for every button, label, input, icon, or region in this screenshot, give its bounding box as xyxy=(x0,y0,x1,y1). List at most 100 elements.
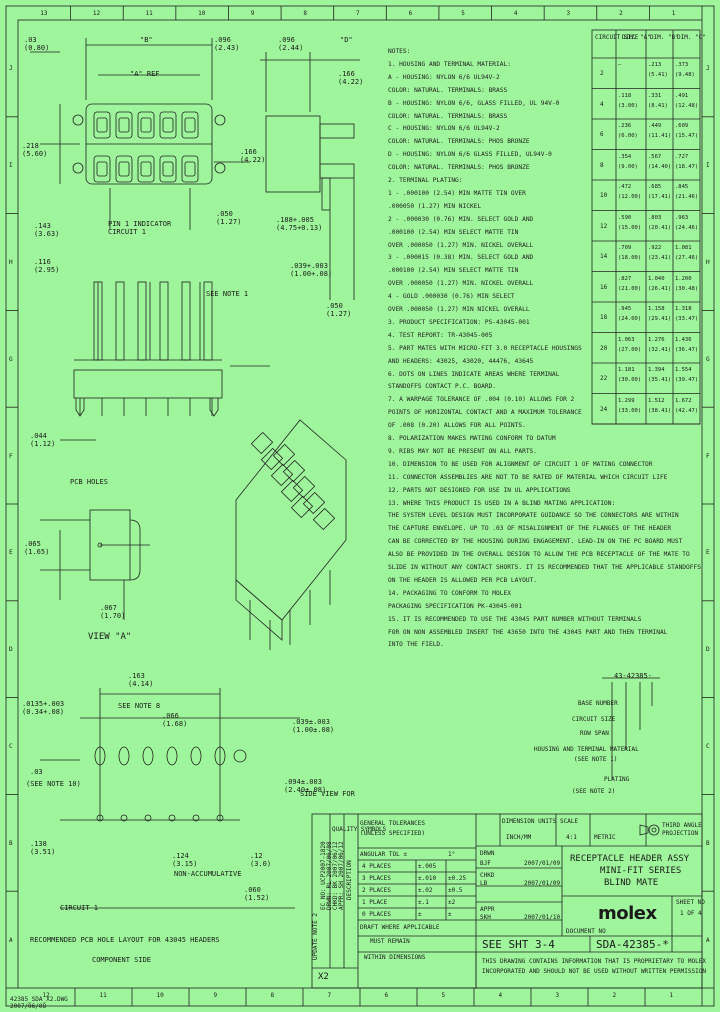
dim-124-mm: (3.15) xyxy=(172,860,198,868)
table-dim-c: 1.436 xyxy=(675,336,692,343)
table-dim-b: .803 xyxy=(648,214,662,221)
table-dim-b-mm: (11.41) xyxy=(648,133,672,139)
drwn-date: 2007/01/09 xyxy=(524,860,561,867)
note-line: 10. DIMENSION TO BE USED FOR ALIGNMENT O… xyxy=(388,460,653,468)
border-row-right: I xyxy=(706,162,710,170)
title-line-3: BLIND MATE xyxy=(604,878,659,888)
table-h-c: DIM. "C" xyxy=(677,34,706,41)
table-dim-a: .709 xyxy=(618,245,632,251)
table-dim-a: — xyxy=(618,62,622,68)
revision-value: X2 xyxy=(318,972,329,982)
proprietary-2: INCORPORATED AND SHOULD NOT BE USED WITH… xyxy=(482,968,706,975)
table-dim-b: .567 xyxy=(648,153,662,160)
table-dim-c-mm: (12.48) xyxy=(675,102,699,109)
note-line: OVER .000050 (1.27) MIN. NICKEL OVERALL xyxy=(388,241,534,249)
table-circuit: 22 xyxy=(600,375,608,383)
table-h-circuit: CIRCUIT SIZE xyxy=(595,34,639,41)
tolerance-title: GENERAL TOLERANCES xyxy=(360,820,426,827)
border-col-bottom: 4 xyxy=(498,992,503,999)
tolerance-inch: ±.005 xyxy=(418,863,437,870)
dim-d: "D" xyxy=(340,36,353,44)
table-circuit: 20 xyxy=(600,344,608,352)
note-line: COLOR: NATURAL. TERMINALS: BRASS xyxy=(388,112,508,120)
table-dim-a-mm: (9.00) xyxy=(618,163,638,170)
note-line: .000050 (1.27) MIN NICKEL xyxy=(388,202,482,210)
tolerance-inch: ±.010 xyxy=(418,875,437,882)
note-line: POINTS OF HORIZONTAL CONTACT AND A MAXIM… xyxy=(388,409,582,417)
table-dim-b: 1.040 xyxy=(648,275,665,282)
table-dim-b-mm: (14.40) xyxy=(648,163,672,170)
border-row-right: F xyxy=(706,452,710,460)
note-line: THE SYSTEM LEVEL DESIGN MUST INCORPORATE… xyxy=(388,512,679,520)
component-side: COMPONENT SIDE xyxy=(92,956,152,964)
dim-03: .03 xyxy=(24,36,37,44)
quality-symbols: QUALITY SYMBOLS xyxy=(332,826,387,833)
dim-166: .166 xyxy=(338,70,355,78)
third-angle: THIRD ANGLE xyxy=(662,822,702,829)
table-dim-b: .922 xyxy=(648,245,662,251)
title-line-2: MINI-FIT SERIES xyxy=(600,866,682,876)
dim-166-mm: (4.22) xyxy=(338,78,364,86)
table-circuit: 18 xyxy=(600,314,608,322)
table-dim-a-mm: (27.00) xyxy=(618,346,642,353)
note-line: 3. PRODUCT SPECIFICATION: PS-43045-001 xyxy=(388,318,530,326)
dim-units: INCH/MM xyxy=(506,834,532,841)
table-dim-c-mm: (42.47) xyxy=(675,407,699,414)
border-col-bottom: 8 xyxy=(270,992,275,999)
table-circuit: 14 xyxy=(600,253,608,261)
note-line: COLOR: NATURAL. TERMINALS: PHOS BRONZE xyxy=(388,138,530,146)
see-note-8: SEE NOTE 8 xyxy=(118,702,161,710)
dim-096b-mm: (2.44) xyxy=(278,44,304,52)
tolerance-sub: (UNLESS SPECIFIED) xyxy=(360,830,426,837)
table-dim-c: .491 xyxy=(675,92,689,99)
note-line: AND HEADERS: 43025, 43020, 44476, 43645 xyxy=(388,357,534,365)
tolerance-place: 4 PLACES xyxy=(362,863,391,870)
dim-188-mm: (4.75+0.13) xyxy=(276,224,323,232)
note-line: 11. CONNECTOR ASSEMBLIES ARE NOT TO BE R… xyxy=(388,473,668,481)
table-dim-b: 1.158 xyxy=(648,306,665,312)
dim-039-mm: (1.00+.08) xyxy=(290,270,333,278)
tolerance-inch: ±.02 xyxy=(418,887,433,894)
circuit-1-label: CIRCUIT 1 xyxy=(108,228,146,236)
dim-163-mm: (4.14) xyxy=(128,680,154,688)
note-line: STANDOFFS CONTACT P.C. BOARD. xyxy=(388,383,497,391)
border-col-top: 6 xyxy=(408,10,413,17)
border-col-top: 5 xyxy=(461,10,465,17)
draft-note-3: WITHIN DIMENSIONS xyxy=(364,954,426,961)
note-line: 13. WHERE THIS PRODUCT IS USED IN A BLIN… xyxy=(388,499,616,507)
note-line: 3 - .000015 (0.38) MIN. SELECT GOLD AND xyxy=(388,254,534,262)
dim-065-mm: (1.65) xyxy=(24,548,50,556)
note-line: SLIDE IN WITHOUT ANY CONTACT SHORTS. IT … xyxy=(388,564,701,571)
border-col-top: 9 xyxy=(250,10,255,17)
dim-166b: .166 xyxy=(240,148,257,156)
pcb-layout-note: RECOMMENDED PCB HOLE LAYOUT FOR 43045 HE… xyxy=(30,936,220,944)
dim-138-mm: (3.51) xyxy=(30,848,56,856)
side-view-label: SIDE VIEW FOR xyxy=(300,790,355,798)
table-dim-b: .331 xyxy=(648,92,662,99)
tolerance-mm: ±0.25 xyxy=(448,875,467,882)
see-note-10: (SEE NOTE 10) xyxy=(26,780,81,788)
note-line: 12. PARTS NOT DESIGNED FOR USE IN UL APP… xyxy=(388,486,571,494)
note-line: 2 - .000030 (0.76) MIN. SELECT GOLD AND xyxy=(388,215,534,223)
table-dim-b: .449 xyxy=(648,123,662,129)
angular-tol: ANGULAR TOL ± xyxy=(360,851,407,858)
table-dim-c: .727 xyxy=(675,153,689,160)
border-col-bottom: 1 xyxy=(669,992,674,999)
table-dim-c-mm: (18.47) xyxy=(675,163,699,170)
proprietary-1: THIS DRAWING CONTAINS INFORMATION THAT I… xyxy=(482,958,706,965)
border-col-bottom: 3 xyxy=(555,992,560,999)
chkd-value: LB xyxy=(480,880,488,887)
note-line: 2. TERMINAL PLATING: xyxy=(388,177,463,184)
tolerance-place: 2 PLACES xyxy=(362,887,391,894)
border-row-right: A xyxy=(706,936,710,944)
dim-039: .039+.003 xyxy=(290,262,328,270)
note-line: 14. PACKAGING TO CONFORM TO MOLEX xyxy=(388,589,511,597)
table-dim-b-mm: (29.41) xyxy=(648,316,672,322)
part-number-label: CIRCUIT SIZE xyxy=(572,716,616,723)
drawing-units: METRIC xyxy=(594,834,616,841)
note-line: ALSO BE PROVIDED IN THE OVERALL DESIGN T… xyxy=(388,551,690,559)
appr-value: SKH xyxy=(480,914,491,921)
table-dim-a-mm: (12.00) xyxy=(618,194,642,200)
scale-label: SCALE xyxy=(560,818,579,825)
